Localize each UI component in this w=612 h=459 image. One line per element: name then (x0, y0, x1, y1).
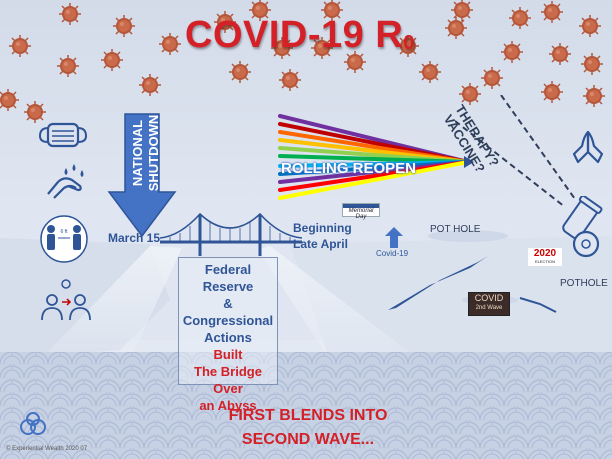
praying-hands-icon (572, 130, 604, 164)
virus-icon (8, 34, 32, 58)
virus-icon (480, 66, 504, 90)
social-distance-icon: 6 ft (40, 215, 88, 263)
virus-icon (100, 48, 124, 72)
virus-icon (58, 2, 82, 26)
rolling-reopen-label: ROLLING REOPEN (281, 160, 417, 177)
page-title: COVID-19 R0 (185, 14, 415, 56)
virus-icon (500, 40, 524, 64)
up-arrow-icon (385, 227, 403, 248)
virus-icon (444, 16, 468, 40)
march-label: March 15 (108, 231, 161, 245)
virus-icon (418, 60, 442, 84)
virus-icon (578, 14, 602, 38)
pothole-lower-label: POTHOLE (560, 278, 608, 289)
shutdown-arrow (107, 113, 177, 238)
virus-icon (540, 0, 564, 24)
copyright: © Experiential Wealth 2020 07 (6, 446, 88, 452)
virus-icon (0, 88, 20, 112)
rolling-reopen-rays (278, 114, 474, 200)
bridge-icon (160, 212, 302, 256)
virus-icon (138, 73, 162, 97)
virus-icon (450, 0, 474, 22)
contact-tracing-icon (41, 279, 91, 321)
therapy-lines (455, 95, 576, 208)
covid-wave-sign: COVID 2nd Wave (468, 292, 510, 316)
logo-icon (20, 412, 46, 435)
pothole-upper-label: POT HOLE (430, 224, 481, 235)
election-badge: 2020 ELECTION (528, 248, 562, 266)
virus-icon (228, 60, 252, 84)
virus-icon (56, 54, 80, 78)
virus-icon (112, 14, 136, 38)
shutdown-label: NATIONAL SHUTDOWN (130, 114, 161, 192)
memorial-day-badge: Memorial Day (342, 203, 380, 220)
beginning-label: Beginning Late April (293, 221, 352, 251)
virus-icon (158, 32, 182, 56)
virus-icon (580, 52, 604, 76)
covid19-label: Covid-19 (376, 249, 409, 258)
cannon-icon (562, 196, 603, 258)
virus-icon (278, 68, 302, 92)
virus-icon (548, 42, 572, 66)
virus-icon (508, 6, 532, 30)
bottom-caption: FIRST BLENDS INTO SECOND WAVE... (228, 407, 388, 448)
hand-washing-icon (47, 164, 84, 199)
svg-text:6 ft: 6 ft (61, 229, 69, 235)
face-mask-icon (38, 122, 88, 148)
bridge-explanation-box: Federal Reserve & Congressional Actions … (178, 257, 278, 413)
